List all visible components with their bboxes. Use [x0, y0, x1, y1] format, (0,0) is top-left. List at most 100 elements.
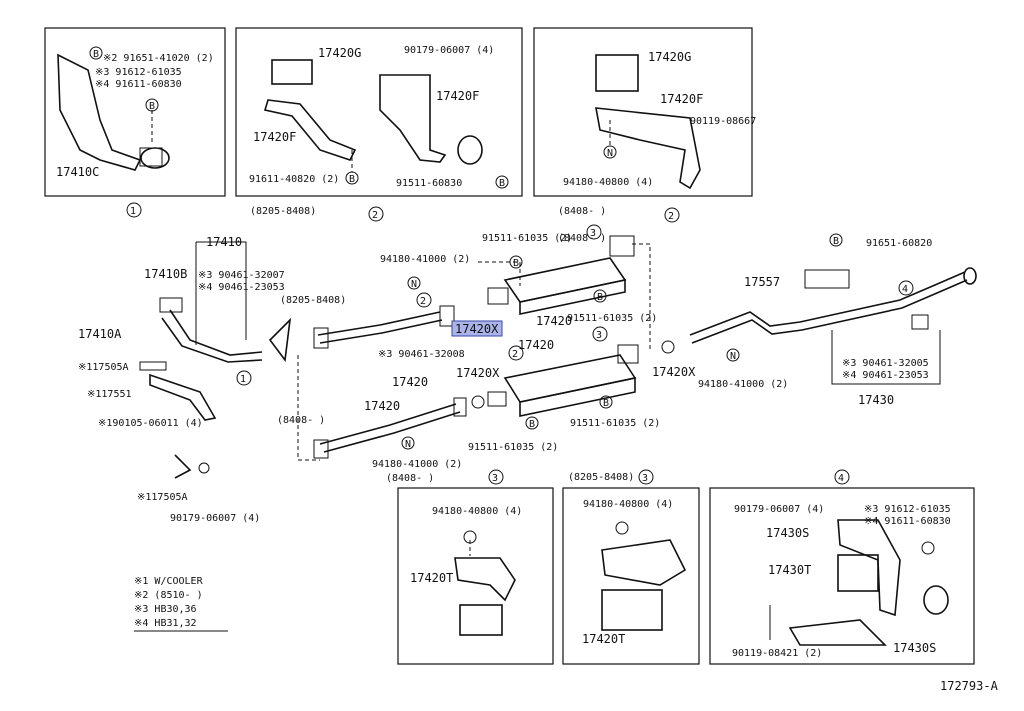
label: 91511-61035 (2) — [570, 418, 660, 429]
circle-number-4-mid: 4 — [898, 280, 914, 296]
part-label: 17430 — [858, 393, 894, 407]
circle-number-3-mid-lower: 3 — [592, 326, 608, 342]
svg-text:3: 3 — [642, 473, 648, 484]
circle-number-2-mid: 2 — [416, 292, 432, 308]
svg-text:N: N — [411, 279, 417, 290]
part-label: 17420X — [652, 365, 696, 379]
svg-text:B: B — [833, 236, 839, 247]
part-label: 17420T — [582, 632, 625, 646]
svg-text:B: B — [349, 174, 355, 185]
part-label: 17430T — [768, 563, 811, 577]
bracket-17410c — [57, 53, 170, 171]
svg-text:B: B — [499, 178, 505, 189]
label: 91651-60820 — [866, 238, 932, 249]
badge-b: B — [89, 46, 103, 60]
part-label: 17410A — [78, 327, 122, 341]
label: ※117551 — [87, 389, 132, 400]
part-label: 17430S — [893, 641, 936, 655]
part-label: 17420G — [318, 46, 361, 60]
badge-b: B — [829, 233, 843, 247]
svg-text:3: 3 — [596, 330, 602, 341]
label: ※117505A — [137, 492, 188, 503]
circle-number-3-mid: 3 — [586, 224, 602, 240]
label: 94180-40800 (4) — [583, 499, 673, 510]
range-label: (8408- ) — [277, 415, 325, 426]
label: 94180-40800 (4) — [432, 506, 522, 517]
circle-number-2-mid-lower: 2 — [508, 345, 524, 361]
part-label: 17420T — [410, 571, 453, 585]
label: 90179-06007 (4) — [404, 45, 494, 56]
mount-17420t-b — [601, 521, 687, 631]
part-label: 17420 — [364, 399, 400, 413]
label: ※4 91611-60830 — [864, 516, 951, 527]
label: 91511-61035 (2) — [482, 233, 572, 244]
part-label: 17420F — [436, 89, 479, 103]
highlight-17420x[interactable] — [451, 320, 503, 337]
tail-pipe-17430 — [661, 267, 977, 385]
label: ※3 90461-32008 — [378, 349, 465, 360]
circle-number-3-bottom: 3 — [488, 469, 504, 485]
muffler-17420-lower — [471, 344, 639, 417]
label: ※4 90461-23053 — [842, 370, 929, 381]
badge-n: N — [603, 145, 617, 159]
note: ※3 HB30,36 — [134, 604, 197, 615]
mount-17420t-a — [454, 530, 516, 636]
circle-number-1-mid: 1 — [236, 370, 252, 386]
part-label: 17420 — [536, 314, 572, 328]
part-label: 17420F — [253, 130, 296, 144]
label: ※4 90461-23053 — [198, 282, 285, 293]
badge-b: B — [345, 171, 359, 185]
note: ※1 W/COOLER — [134, 576, 204, 587]
detail-box-4 — [709, 487, 975, 665]
part-label: 17410B — [144, 267, 187, 281]
part-label: 17420F — [660, 92, 703, 106]
range-label: (8408- ) — [386, 473, 434, 484]
part-label: 17430S — [766, 526, 809, 540]
label: 91511-60830 — [396, 178, 462, 189]
range-label: (8408- ) — [558, 233, 606, 244]
badge-b: B — [495, 175, 509, 189]
svg-text:2: 2 — [372, 210, 378, 221]
note: ※2 (8510- ) — [134, 590, 203, 601]
svg-text:3: 3 — [590, 228, 596, 239]
label: 94180-41000 (2) — [698, 379, 788, 390]
part-label: 17557 — [744, 275, 780, 289]
svg-text:B: B — [513, 258, 519, 269]
part-label: 17420 — [392, 375, 428, 389]
badge-n: N — [726, 348, 740, 362]
diagram-id: 172793-A — [940, 679, 999, 693]
svg-text:N: N — [730, 351, 736, 362]
circle-number-2-top: 2 — [368, 206, 384, 222]
label: ※4 91611-60830 — [95, 79, 182, 90]
range-label: (8205-8408) — [568, 472, 634, 483]
badge-b: B — [593, 289, 607, 303]
badge-n: N — [407, 276, 421, 290]
range-label: (8408- ) — [558, 206, 606, 217]
svg-text:3: 3 — [492, 473, 498, 484]
label: ※117505A — [78, 362, 129, 373]
part-label: 17420 — [518, 338, 554, 352]
svg-text:1: 1 — [240, 374, 246, 385]
svg-text:N: N — [607, 148, 613, 159]
label: 90119-08421 (2) — [732, 648, 822, 659]
svg-text:2: 2 — [420, 296, 426, 307]
badge-n: N — [401, 436, 415, 450]
part-label: 17420X — [456, 366, 500, 380]
svg-text:2: 2 — [512, 349, 518, 360]
svg-text:2: 2 — [668, 211, 674, 222]
mount-17430-assembly — [769, 519, 949, 646]
svg-text:N: N — [405, 439, 411, 450]
range-label: (8205-8408) — [250, 206, 316, 217]
svg-text:B: B — [529, 419, 535, 430]
highlight-label: 17420X — [455, 322, 499, 336]
part-label: 17410 — [206, 235, 242, 249]
detail-box-3a — [397, 487, 554, 665]
label: 90119-08667 — [690, 116, 756, 127]
label: 90179-06007 (4) — [170, 513, 260, 524]
label: ※3 90461-32005 — [842, 358, 929, 369]
label: ※3 90461-32007 — [198, 270, 285, 281]
label: 90179-06007 (4) — [734, 504, 824, 515]
badge-b: B — [525, 416, 539, 430]
